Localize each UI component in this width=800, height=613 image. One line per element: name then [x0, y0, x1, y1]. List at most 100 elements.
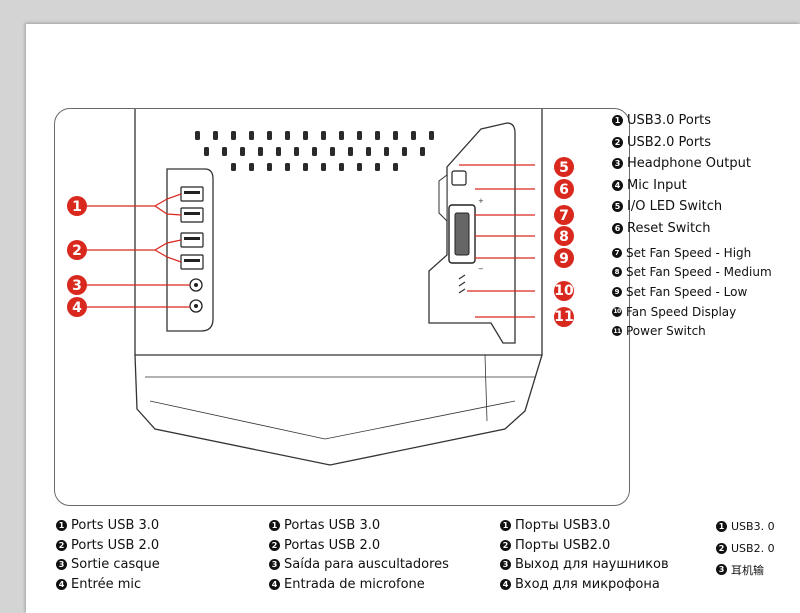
- legend-label: Mic Input: [627, 177, 687, 193]
- number-badge: 5: [612, 201, 623, 213]
- legend-item: 11 Power Switch: [612, 321, 772, 341]
- legend-label: Reset Switch: [627, 220, 711, 236]
- legend-label: Portas USB 2.0: [284, 537, 381, 553]
- svg-text:4: 4: [72, 300, 82, 316]
- number-badge: 11: [612, 326, 622, 337]
- svg-text:6: 6: [559, 182, 569, 198]
- legend-label: I/O LED Switch: [627, 199, 723, 215]
- legend-label: Saída para auscultadores: [284, 557, 449, 573]
- svg-text:5: 5: [559, 160, 569, 176]
- legend-label: Выход для наушников: [515, 557, 669, 573]
- number-badge: 2: [500, 539, 511, 551]
- legend-label: Headphone Output: [627, 156, 751, 172]
- number-badge: 3: [612, 158, 623, 170]
- legend-item: 1 Portas USB 3.0: [269, 516, 449, 536]
- svg-text:1: 1: [72, 199, 82, 215]
- legend-label: Fan Speed Display: [626, 304, 737, 319]
- legend-item: 2 Portas USB 2.0: [269, 536, 449, 556]
- number-badge: 2: [716, 542, 727, 554]
- front-panel-drawing: + −: [67, 109, 574, 466]
- legend-label: Set Fan Speed - High: [626, 245, 752, 260]
- portuguese-legend: 1 Portas USB 3.0 2 Portas USB 2.0 3 Saída p…: [269, 516, 449, 594]
- legend-item: 2 Ports USB 2.0: [56, 536, 160, 556]
- legend-label: Ports USB 2.0: [71, 537, 160, 553]
- manual-page: + −: [26, 24, 800, 613]
- legend-label: USB3.0 Ports: [627, 113, 712, 129]
- callout-10: 10: [554, 281, 574, 301]
- legend-label: USB2.0 Ports: [627, 134, 712, 150]
- legend-item: 4 Entrada de microfone: [269, 575, 449, 595]
- legend-label: Sortie casque: [71, 557, 160, 573]
- number-badge: 6: [612, 222, 623, 234]
- number-badge: 3: [56, 559, 67, 571]
- legend-item: 9 Set Fan Speed - Low: [612, 282, 772, 302]
- number-badge: 1: [716, 521, 727, 533]
- legend-label: Power Switch: [626, 324, 706, 339]
- callout-2: 2: [67, 240, 87, 260]
- legend-item: 3 Headphone Output: [612, 153, 772, 175]
- front-panel-figure: + −: [54, 108, 630, 506]
- number-badge: 4: [500, 578, 511, 590]
- legend-item: 1 Порты USB3.0: [500, 516, 669, 536]
- fan-speed-display: [458, 274, 466, 294]
- svg-text:2: 2: [72, 243, 82, 259]
- number-badge: 3: [500, 559, 511, 571]
- number-badge: 8: [612, 267, 622, 278]
- io-led-switch[interactable]: [451, 170, 467, 186]
- svg-text:7: 7: [559, 208, 569, 224]
- legend-item: 4 Entrée mic: [56, 575, 160, 595]
- legend-item: 4 Вход для микрофона: [500, 575, 669, 595]
- callout-6: 6: [554, 179, 574, 199]
- legend-label: Порты USB3.0: [515, 518, 611, 534]
- leader-lines: [87, 164, 535, 318]
- number-badge: 2: [612, 136, 623, 148]
- callout-7: 7: [554, 205, 574, 225]
- callout-8: 8: [554, 226, 574, 246]
- number-badge: 1: [612, 115, 623, 127]
- svg-text:11: 11: [554, 309, 573, 325]
- number-badge: 3: [716, 564, 727, 576]
- feature-legend: 1 USB3.0 Ports 2 USB2.0 Ports 3 Headphone O…: [612, 110, 772, 341]
- svg-text:9: 9: [559, 251, 569, 267]
- legend-label: Entrée mic: [71, 576, 142, 592]
- legend-label: Portas USB 3.0: [284, 518, 381, 534]
- number-badge: 4: [269, 578, 280, 590]
- number-badge: 2: [56, 539, 67, 551]
- callout-3: 3: [67, 275, 87, 295]
- fan-plus-mark: +: [478, 197, 484, 205]
- legend-label: Вход для микрофона: [515, 576, 660, 592]
- case-outline: [134, 109, 543, 466]
- number-badge: 1: [500, 520, 511, 532]
- legend-item: 3 Saída para auscultadores: [269, 555, 449, 575]
- number-badge: 9: [612, 286, 622, 297]
- number-badge: 1: [269, 520, 280, 532]
- number-badge: 4: [612, 179, 623, 191]
- legend-item: 3 Выход для наушников: [500, 555, 669, 575]
- legend-label: Entrada de microfone: [284, 576, 425, 592]
- legend-item: 2 USB2.0 Ports: [612, 132, 772, 154]
- legend-item: 5 I/O LED Switch: [612, 196, 772, 218]
- fan-speed-rocker[interactable]: [454, 212, 470, 256]
- control-panel: + −: [428, 122, 516, 344]
- legend-label: Set Fan Speed - Low: [626, 284, 748, 299]
- svg-text:3: 3: [72, 278, 82, 294]
- callout-9: 9: [554, 248, 574, 268]
- number-badge: 2: [269, 539, 280, 551]
- legend-label: Ports USB 3.0: [71, 518, 160, 534]
- number-badge: 3: [269, 559, 280, 571]
- svg-text:10: 10: [554, 283, 574, 299]
- legend-item: 6 Reset Switch: [612, 218, 772, 240]
- legend-item: 4 Mic Input: [612, 175, 772, 197]
- number-badge: 4: [56, 578, 67, 590]
- svg-text:8: 8: [559, 229, 569, 245]
- legend-item: 1 USB3.0 Ports: [612, 110, 772, 132]
